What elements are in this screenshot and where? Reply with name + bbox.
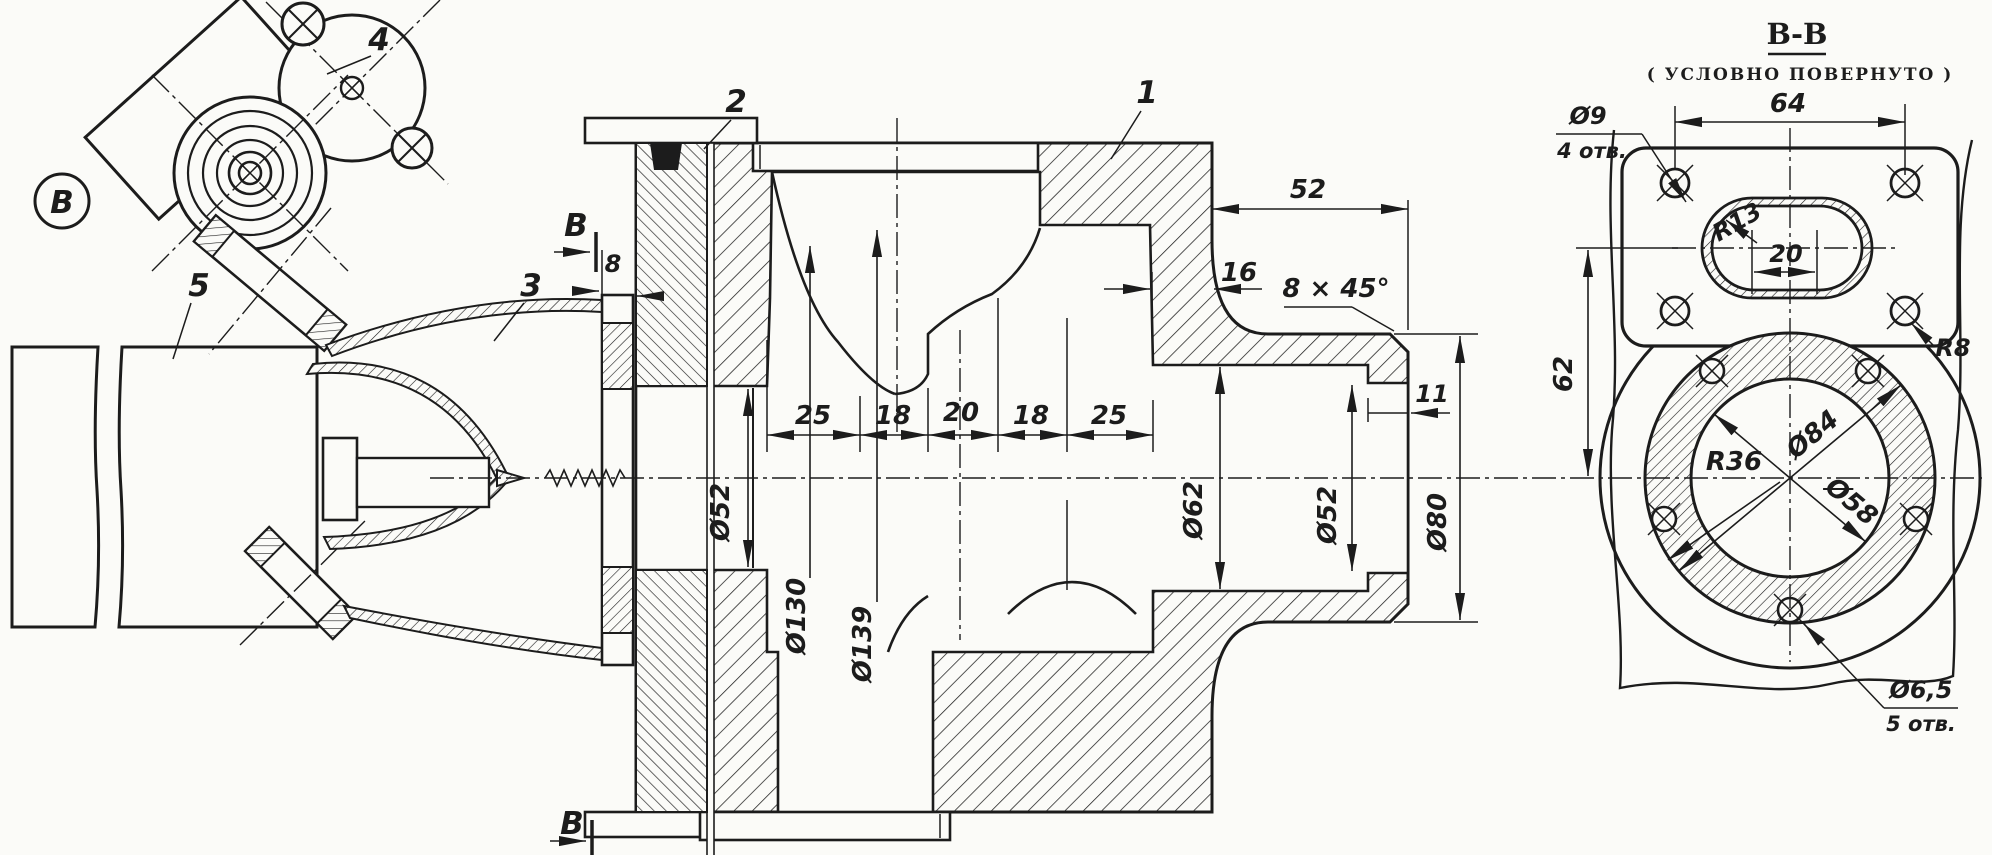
dim-25-left: 25: [795, 401, 831, 431]
dim-d130: Ø130: [782, 578, 812, 656]
bb-dim-d65: Ø6,5: [1888, 676, 1953, 704]
bb-dim-20: 20: [1769, 240, 1802, 268]
sleeve-lower: [635, 569, 708, 813]
section-mark-top: В: [564, 208, 588, 244]
top-flange-mouth: [751, 141, 1040, 173]
linear-dims: 52 16 8 × 45° 11 8: [571, 175, 1450, 422]
float-chamber-hub: [339, 75, 365, 101]
branch-pipe-walls: [305, 297, 603, 662]
thread-zigzag: [544, 468, 626, 488]
assembly-view: [10, 0, 635, 667]
dim-len11: 11: [1415, 380, 1448, 408]
seal-notch: [650, 143, 682, 170]
bb-subtitle: ( УСЛОВНО ПОВЕРНУТО ): [1647, 65, 1954, 85]
dim-d80: Ø80: [1423, 493, 1453, 553]
bb-dim-r36: R36: [1706, 447, 1762, 477]
bb-dim-64: 64: [1770, 89, 1806, 119]
air-horn: [151, 74, 349, 272]
dim-bore-left: Ø52: [706, 483, 736, 543]
bb-dim-holes4: 4 отв.: [1556, 139, 1627, 163]
part-label-3: 3: [520, 268, 542, 304]
bb-dim-62: 62: [1549, 356, 1579, 392]
dim-chamfer: 8 × 45°: [1282, 274, 1389, 304]
upper-branch-flange: [192, 213, 348, 353]
section-marks: В В: [550, 208, 598, 855]
bb-dim-holes5: 5 отв.: [1886, 712, 1956, 736]
dim-20: 20: [943, 398, 979, 428]
top-tab: [583, 116, 759, 145]
dim-d139: Ø139: [848, 606, 878, 684]
part-label-5: 5: [188, 268, 210, 304]
bb-dim-r8: R8: [1935, 334, 1970, 362]
bb-dim-d58: Ø58: [1818, 470, 1883, 532]
intake-pipe-left-block: [10, 345, 101, 629]
sleeve-upper: [635, 142, 708, 387]
main-section-view: 25 18 20 18 25 Ø52 Ø130 Ø139 Ø62 Ø52 Ø80: [172, 22, 1478, 855]
bb-dim-d9: Ø9: [1567, 102, 1606, 130]
flange-holes-5: [1647, 354, 1933, 627]
diameter-dims: Ø52 Ø130 Ø139 Ø62 Ø52 Ø80: [706, 230, 1478, 684]
section-mark-bottom: В: [560, 806, 584, 842]
dim-d62: Ø62: [1179, 481, 1209, 541]
dim-chain: 25 18 20 18 25: [766, 298, 1154, 590]
dim-18-left: 18: [875, 401, 911, 431]
dim-len52: 52: [1290, 175, 1326, 205]
dim-25-right: 25: [1091, 401, 1127, 431]
view-marker-letter: В: [50, 185, 74, 221]
bb-dim-d84: Ø84: [1779, 405, 1844, 467]
branch-pipe-plate: [600, 293, 635, 667]
bb-title: В-В: [1766, 17, 1827, 51]
dim-18-right: 18: [1013, 401, 1049, 431]
bottom-flange: [698, 810, 952, 842]
part-label-4: 4: [367, 22, 390, 58]
part-label-2: 2: [725, 84, 747, 120]
centerlines: [430, 118, 1982, 662]
break-outline: [1609, 129, 1974, 691]
part-label-1: 1: [1136, 75, 1158, 111]
stud-bolt: [321, 436, 491, 522]
dim-bore-right: Ø52: [1313, 486, 1343, 546]
dim-wall16: 16: [1221, 258, 1257, 288]
part-callouts: 2 1 3 4 5: [172, 22, 1158, 360]
view-direction-marker: В: [33, 172, 91, 230]
section-view-bb: В-В ( УСЛОВНО ПОВЕРНУТО ) 64 Ø9 4 отв. R…: [1549, 17, 1982, 736]
dim-d8: 8: [605, 250, 622, 278]
